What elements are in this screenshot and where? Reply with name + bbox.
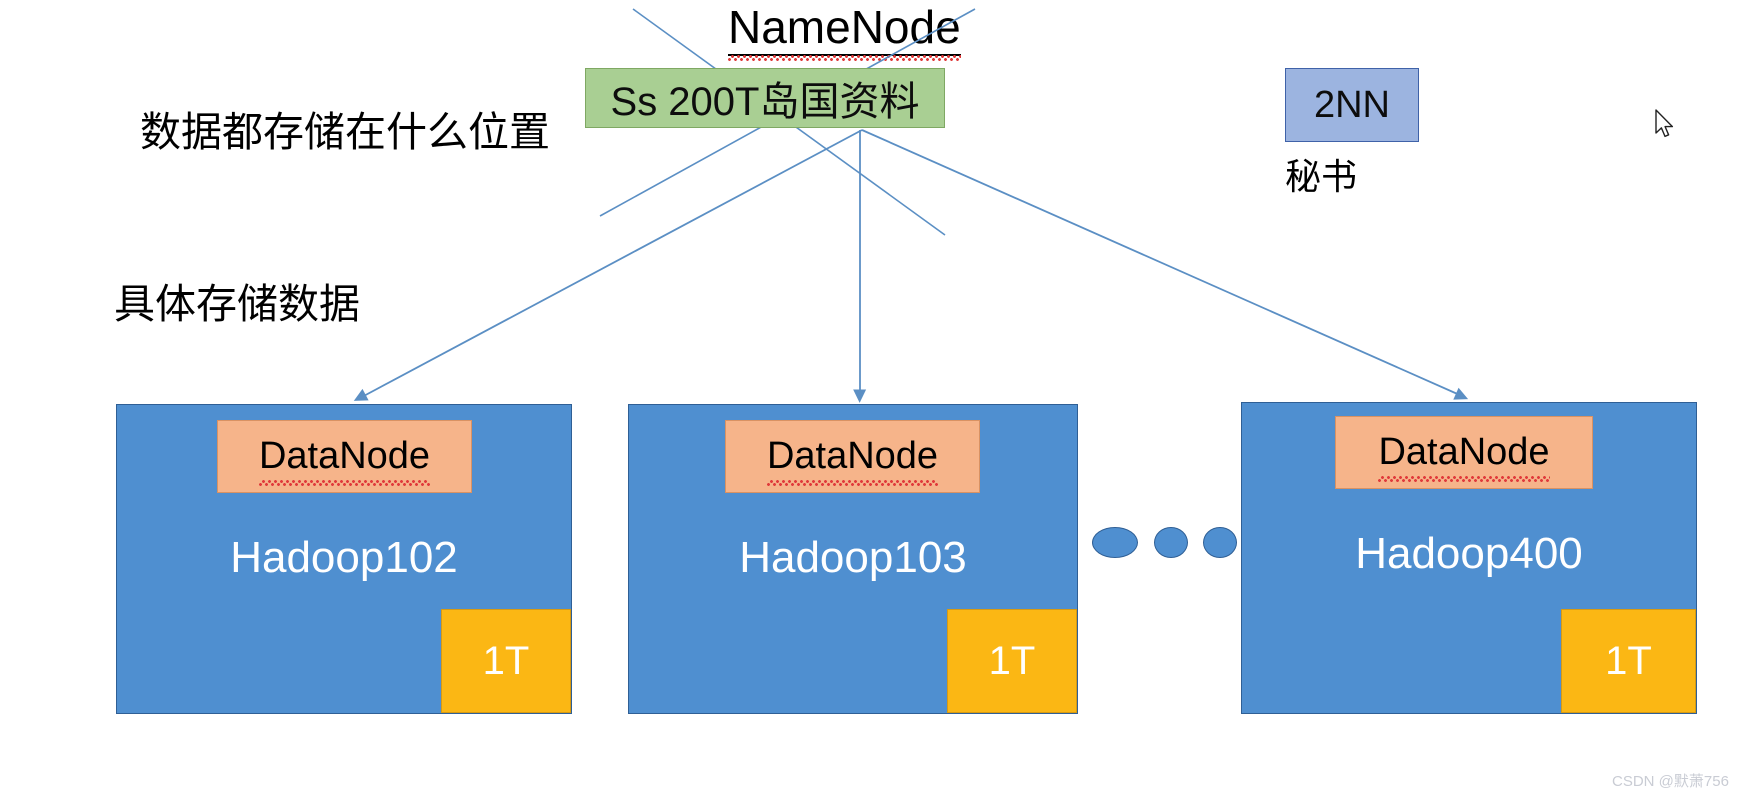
- secondary-namenode-label: 2NN: [1313, 83, 1391, 126]
- datanode-role-label-2: DataNode: [766, 434, 939, 477]
- ellipsis-more-nodes: [1092, 522, 1237, 562]
- datanode-host-box-3[interactable]: DataNode Hadoop400 1T: [1241, 402, 1697, 714]
- datanode-role-chip-3[interactable]: DataNode: [1335, 416, 1593, 489]
- secondary-namenode-box[interactable]: 2NN: [1285, 68, 1419, 142]
- spellcheck-underline-icon: [728, 54, 961, 61]
- datanode-role-label-1: DataNode: [258, 434, 431, 477]
- capacity-chip-3[interactable]: 1T: [1561, 609, 1696, 713]
- mouse-pointer-icon: [1655, 109, 1674, 138]
- capacity-label-1: 1T: [482, 638, 530, 683]
- namenode-box[interactable]: Ss 200T岛国资料: [585, 68, 945, 128]
- capacity-chip-1[interactable]: 1T: [441, 609, 571, 713]
- spellcheck-underline-icon: [766, 479, 939, 486]
- annotation-storage-note: 具体存储数据: [114, 281, 360, 327]
- datanode-role-chip-2[interactable]: DataNode: [725, 420, 980, 493]
- namenode-title-text: NameNode: [728, 1, 961, 53]
- host-label-1: Hadoop102: [230, 533, 458, 582]
- arrow-namenode-to-node1: [353, 129, 863, 401]
- capacity-chip-2[interactable]: 1T: [947, 609, 1077, 713]
- datanode-role-label-3: DataNode: [1378, 430, 1550, 473]
- annotation-location-question: 数据都存储在什么位置: [140, 109, 550, 155]
- datanode-host-box-2[interactable]: DataNode Hadoop103 1T: [628, 404, 1078, 714]
- page-title: NameNode: [728, 1, 961, 61]
- ellipsis-dot-icon: [1092, 526, 1138, 558]
- host-label-2: Hadoop103: [739, 533, 967, 582]
- namenode-box-label: Ss 200T岛国资料: [610, 80, 920, 124]
- ellipsis-dot-icon: [1203, 526, 1237, 558]
- watermark-text: CSDN @默萧756: [1612, 773, 1729, 790]
- capacity-label-2: 1T: [988, 638, 1036, 683]
- secondary-namenode-subtitle: 秘书: [1285, 156, 1358, 197]
- spellcheck-underline-icon: [1378, 475, 1550, 482]
- ellipsis-dot-icon: [1153, 526, 1188, 558]
- datanode-host-box-1[interactable]: DataNode Hadoop102 1T: [116, 404, 572, 714]
- spellcheck-underline-icon: [258, 479, 431, 486]
- datanode-role-chip-1[interactable]: DataNode: [217, 420, 472, 493]
- host-label-3: Hadoop400: [1355, 529, 1583, 578]
- capacity-label-3: 1T: [1605, 638, 1652, 683]
